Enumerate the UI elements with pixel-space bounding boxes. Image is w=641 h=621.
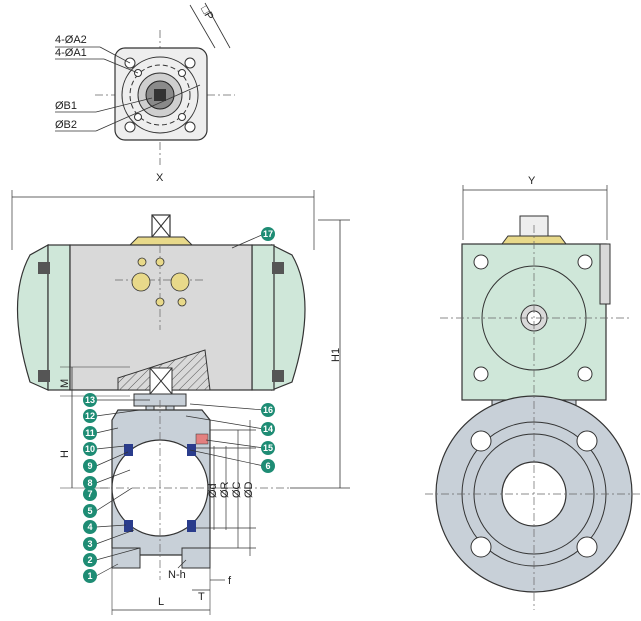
label-p: □P [198, 4, 215, 22]
callout-3: 3 [83, 537, 97, 551]
svg-text:9: 9 [87, 461, 92, 471]
svg-text:11: 11 [85, 428, 95, 438]
callout-1: 1 [83, 569, 97, 583]
ports [131, 257, 190, 307]
svg-text:7: 7 [87, 489, 92, 499]
dim-t: T [198, 591, 205, 603]
dim-x: X [156, 172, 164, 184]
svg-text:4: 4 [87, 522, 92, 532]
svg-text:3: 3 [87, 539, 92, 549]
callout-12: 12 [83, 409, 97, 423]
callout-7: 7 [83, 487, 97, 501]
callout-5: 5 [83, 504, 97, 518]
callout-14: 14 [261, 422, 275, 436]
svg-text:1: 1 [87, 571, 92, 581]
left-end-cap [16, 243, 49, 391]
callout-9: 9 [83, 459, 97, 473]
callout-17: 17 [261, 227, 275, 241]
callout-10: 10 [83, 442, 97, 456]
callout-11: 11 [83, 426, 97, 440]
svg-text:16: 16 [263, 405, 273, 415]
callout-16: 16 [261, 403, 275, 417]
label-a1: 4-ØA1 [55, 47, 87, 59]
svg-text:10: 10 [85, 444, 95, 454]
callout-8: 8 [83, 476, 97, 490]
callout-4: 4 [83, 520, 97, 534]
dim-c: ØC [231, 481, 243, 498]
dim-D: ØD [243, 481, 255, 498]
svg-text:5: 5 [87, 506, 92, 516]
dim-r: ØR [219, 481, 231, 498]
callout-15: 15 [261, 441, 275, 455]
dim-f: f [228, 575, 232, 587]
svg-text:6: 6 [265, 461, 270, 471]
dim-nh: N-h [168, 569, 186, 581]
svg-text:13: 13 [85, 395, 95, 405]
svg-text:2: 2 [87, 555, 92, 565]
svg-text:14: 14 [263, 424, 273, 434]
svg-text:8: 8 [87, 478, 92, 488]
callout-13: 13 [83, 393, 97, 407]
label-b1: ØB1 [55, 100, 77, 112]
svg-text:15: 15 [263, 443, 273, 453]
svg-text:17: 17 [263, 229, 273, 239]
dim-d: Ød [207, 483, 219, 498]
dim-l: L [158, 596, 164, 608]
label-b2: ØB2 [55, 119, 77, 131]
dim-h: H [59, 450, 71, 458]
callout-6: 6 [261, 459, 275, 473]
dim-h1: H1 [330, 348, 342, 362]
top-view: 4-ØA2 4-ØA1 ØB1 ØB2 □P [55, 2, 235, 165]
side-view: X H1 M [11, 172, 350, 615]
dim-y: Y [528, 175, 536, 187]
svg-text:12: 12 [85, 411, 95, 421]
dim-m: M [59, 379, 71, 388]
callout-2: 2 [83, 553, 97, 567]
end-view: Y [425, 175, 640, 610]
right-end-cap [271, 244, 306, 391]
label-a2: 4-ØA2 [55, 34, 87, 46]
